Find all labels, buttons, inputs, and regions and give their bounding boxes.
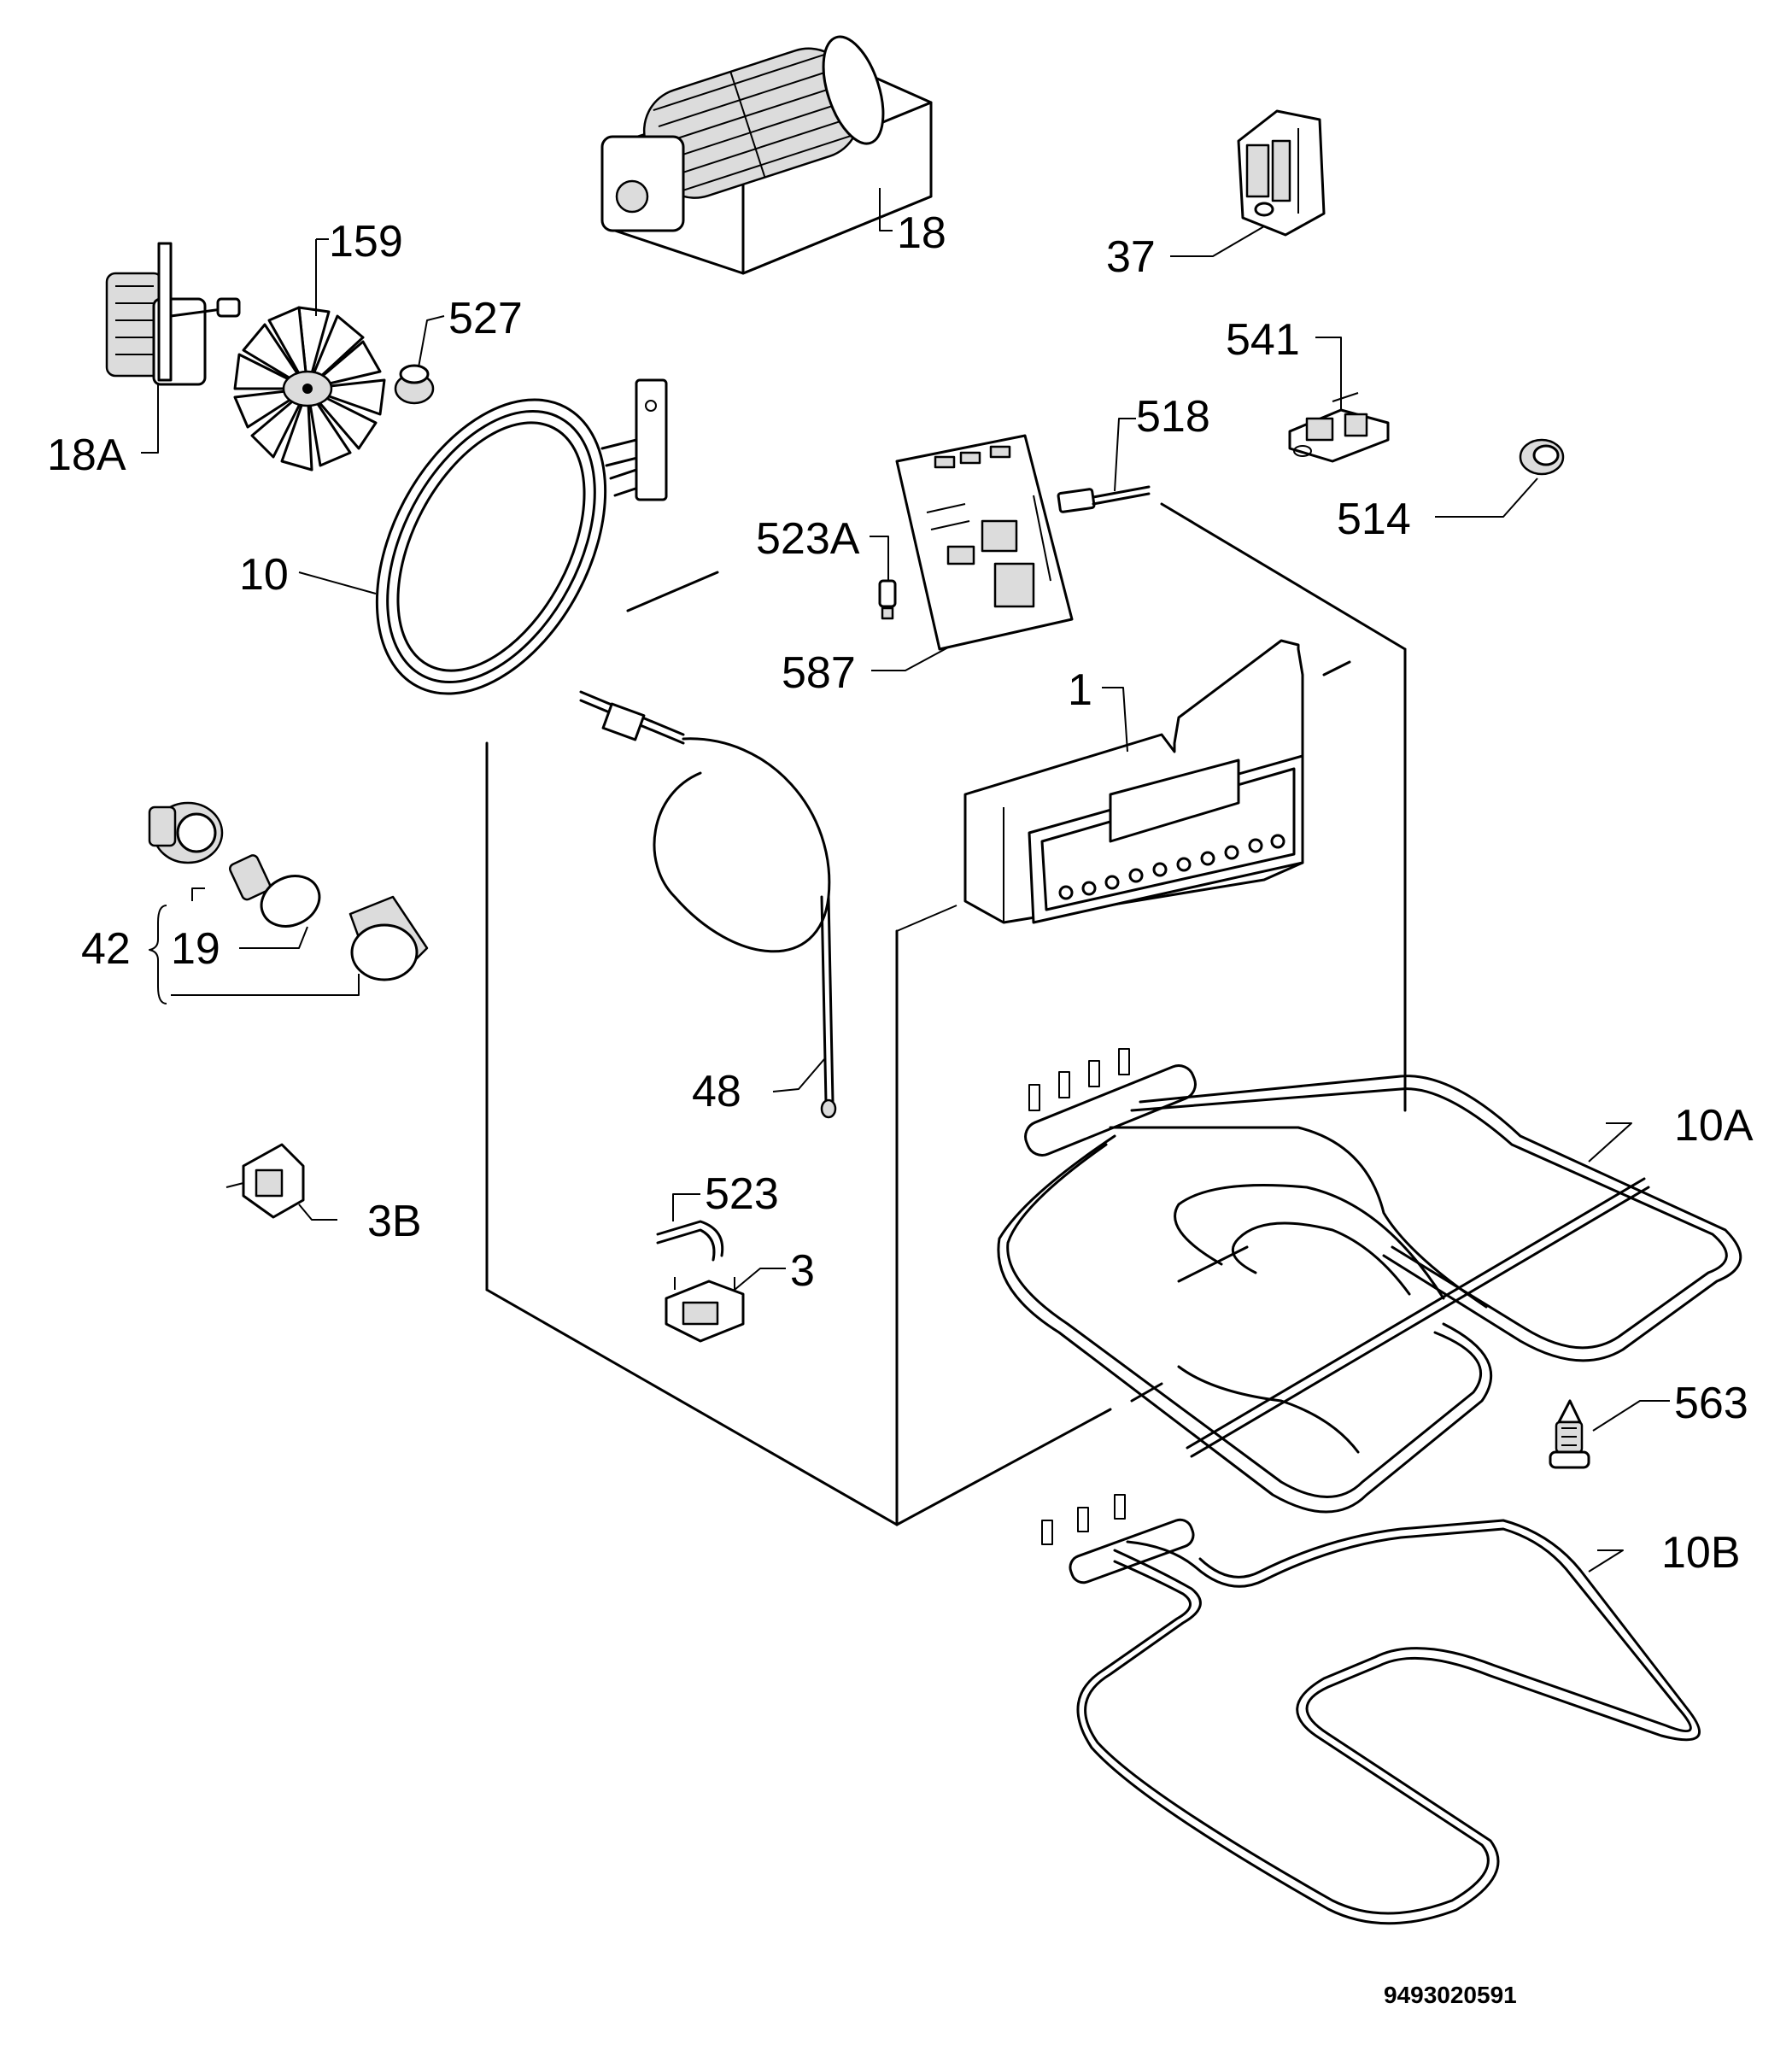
label-523a: 523A: [756, 514, 860, 564]
nut-part: [394, 364, 435, 405]
control-panel-part: [963, 639, 1304, 924]
terminal-block-part: [1288, 392, 1390, 463]
fan-motor-part: [105, 242, 241, 386]
adjustable-foot-part: [1549, 1399, 1590, 1469]
label-10b: 10B: [1661, 1528, 1741, 1578]
label-18a: 18A: [47, 430, 126, 480]
thermostat-clip-part: [225, 1143, 305, 1219]
fuse-part: [878, 579, 897, 620]
label-10: 10: [239, 550, 289, 600]
oven-cavity-outline: [485, 502, 1407, 1526]
temperature-probe-part: [579, 690, 837, 1119]
diagram-code: 9493020591: [1384, 1982, 1517, 2008]
label-159: 159: [329, 217, 403, 266]
top-heating-element-part: [997, 1048, 1742, 1514]
label-587: 587: [782, 648, 856, 698]
label-541: 541: [1226, 315, 1300, 365]
connector-block-part: [1237, 109, 1326, 237]
label-514: 514: [1337, 495, 1411, 544]
cable-part: [1057, 485, 1151, 513]
label-1: 1: [1068, 665, 1092, 715]
lamp-assembly-part: [148, 801, 429, 981]
label-3b: 3B: [367, 1197, 422, 1246]
label-19: 19: [171, 924, 220, 974]
lamp-holder-ring-part: [1519, 438, 1565, 476]
label-42: 42: [81, 924, 131, 974]
bottom-heating-element-part: [1041, 1494, 1701, 1925]
label-10a: 10A: [1674, 1101, 1754, 1151]
label-48: 48: [692, 1067, 741, 1116]
label-563: 563: [1674, 1379, 1748, 1428]
thermostat-part: [656, 1220, 745, 1343]
label-527: 527: [448, 294, 523, 343]
label-523: 523: [705, 1169, 779, 1219]
circuit-board-part: [895, 434, 1074, 651]
label-518: 518: [1136, 392, 1210, 442]
label-18: 18: [897, 208, 946, 258]
fan-impeller-part: [233, 306, 386, 472]
leader-lines: [141, 192, 1670, 1573]
circular-heating-element-part: [375, 378, 668, 695]
label-37: 37: [1106, 232, 1156, 282]
callout-labels: 18 159 527 18A 10 37 541 518 514 523A 58…: [47, 208, 1754, 2008]
tangential-fan-part: [600, 35, 933, 275]
label-3: 3: [790, 1246, 815, 1296]
